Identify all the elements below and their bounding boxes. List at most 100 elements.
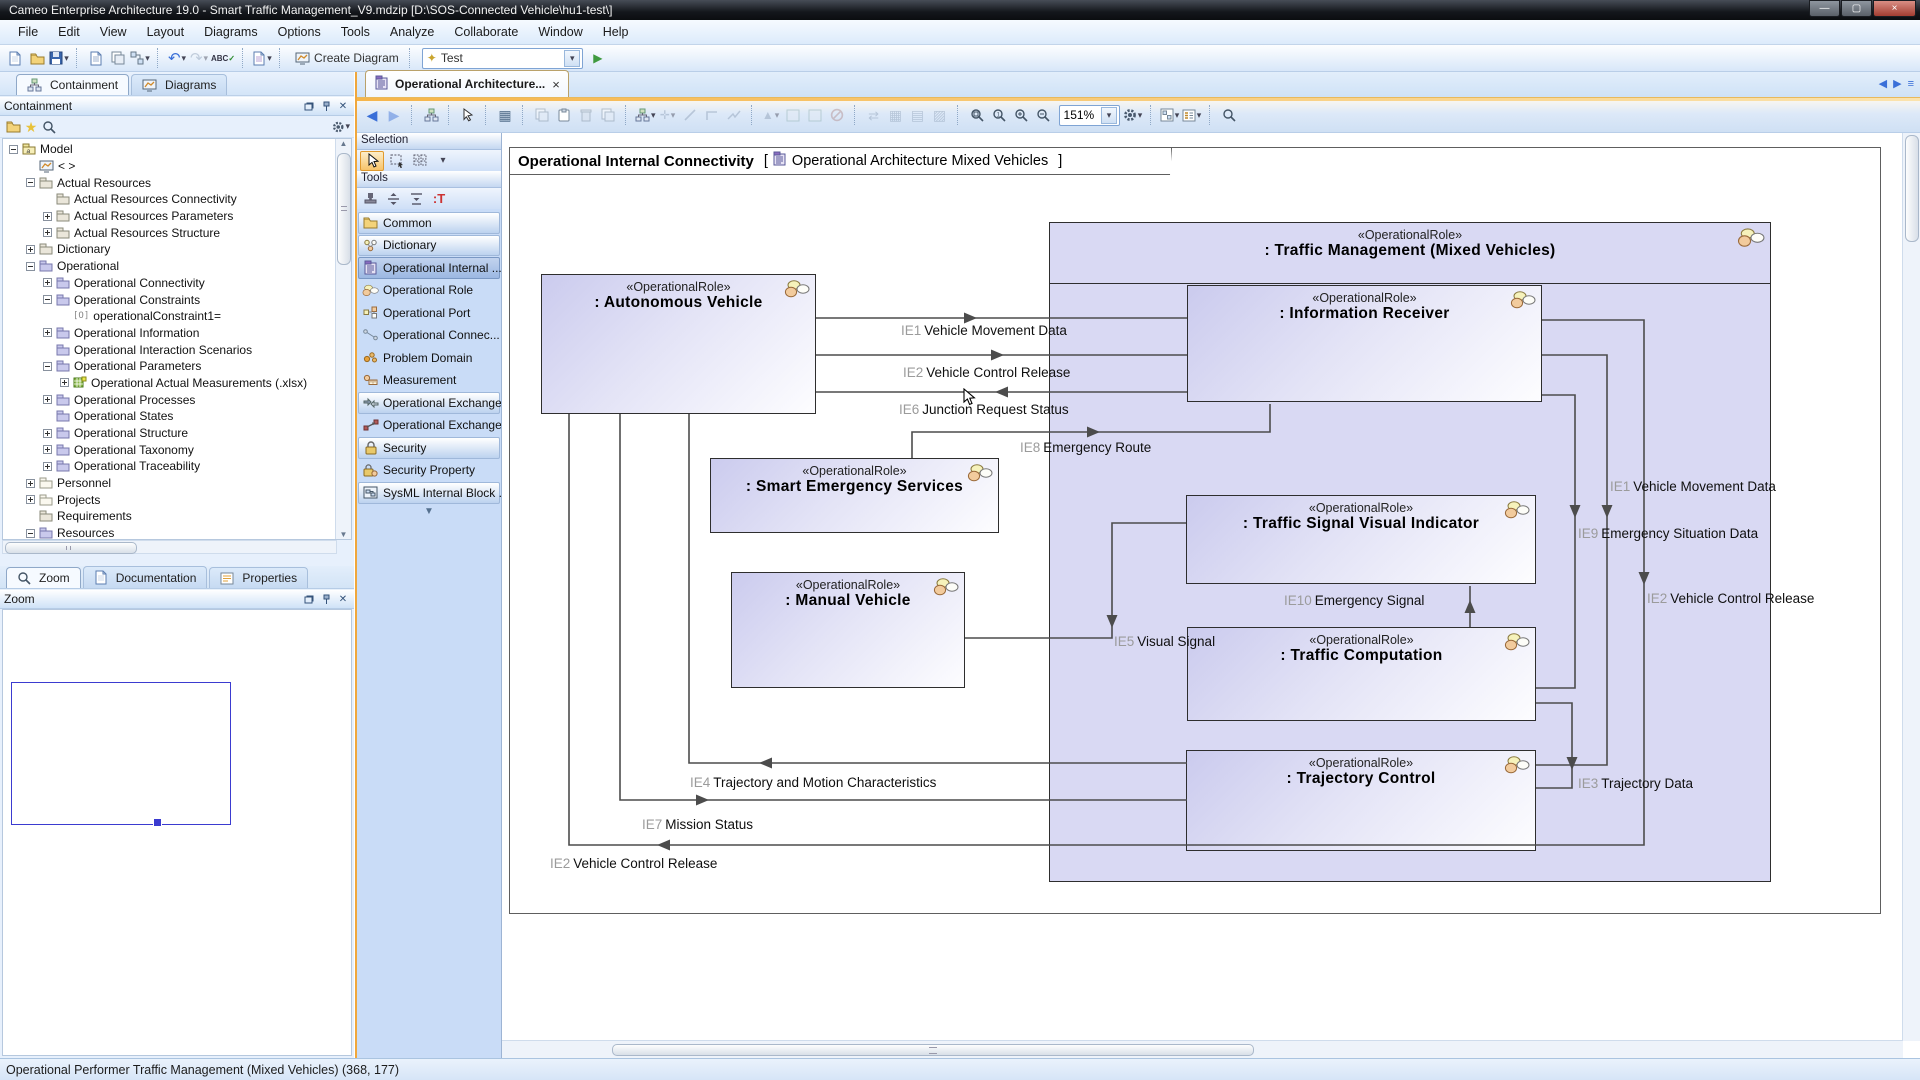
- tree-item[interactable]: Operational Structure: [5, 425, 335, 442]
- menu-help[interactable]: Help: [602, 25, 629, 39]
- valign-icon[interactable]: [383, 190, 403, 208]
- tree-item[interactable]: Personnel: [5, 475, 335, 492]
- tree-item[interactable]: Actual Resources Structure: [5, 224, 335, 241]
- tree-expander-icon[interactable]: [43, 278, 52, 288]
- new-document-icon[interactable]: [4, 47, 26, 69]
- palette-item[interactable]: Operational Internal ...: [358, 257, 501, 279]
- zoom-one-icon[interactable]: 1: [988, 104, 1010, 126]
- tree-expander-icon[interactable]: [43, 461, 52, 471]
- tree-expander-icon[interactable]: [43, 395, 52, 405]
- forbid-icon[interactable]: [826, 104, 848, 126]
- canvas-h-scrollbar[interactable]: [502, 1040, 1903, 1058]
- back-icon[interactable]: ◀: [366, 107, 378, 123]
- diagram-node-av[interactable]: «OperationalRole» : Autonomous Vehicle: [541, 274, 816, 414]
- tree-expander-icon[interactable]: [43, 361, 52, 371]
- tree-item[interactable]: Operational States: [5, 408, 335, 425]
- tree-h-scrollbar[interactable]: [2, 540, 337, 554]
- tree-expander-icon[interactable]: [43, 295, 52, 305]
- containment-tree-icon[interactable]: [420, 104, 442, 126]
- panel-settings-gear-icon[interactable]: ▾: [332, 118, 350, 136]
- clipboard-icon[interactable]: [553, 104, 575, 126]
- tree-expander-icon[interactable]: [26, 244, 35, 254]
- trash-icon[interactable]: [575, 104, 597, 126]
- close-tab-icon[interactable]: ×: [552, 76, 560, 92]
- tab-documentation[interactable]: Documentation: [82, 566, 208, 588]
- palette-item[interactable]: Measurement: [358, 370, 500, 392]
- tree-expander-icon[interactable]: [26, 178, 35, 188]
- tree-item[interactable]: Actual Resources Parameters: [5, 208, 335, 225]
- tree-item[interactable]: Operational Taxonomy: [5, 441, 335, 458]
- tree-item[interactable]: Operational Information: [5, 325, 335, 342]
- tree-expander-icon[interactable]: [43, 328, 52, 338]
- legend-icon[interactable]: ▾: [1181, 104, 1203, 126]
- tree-expander-icon[interactable]: [26, 261, 35, 271]
- add-shape-icon[interactable]: ✛▾: [659, 108, 676, 122]
- palette-item[interactable]: Operational Exchange: [358, 415, 501, 437]
- canvas-v-scrollbar[interactable]: [1902, 133, 1920, 1041]
- tree-expander-icon[interactable]: [43, 428, 52, 438]
- palette-item[interactable]: Operational Exchanges: [358, 392, 501, 414]
- diagram-node-tsvi[interactable]: «OperationalRole» : Traffic Signal Visua…: [1186, 495, 1536, 584]
- close-panel-icon[interactable]: ✕: [338, 593, 348, 605]
- close-panel-icon[interactable]: ✕: [338, 100, 348, 112]
- zoom-fit-icon[interactable]: [966, 104, 988, 126]
- undo-icon[interactable]: ↶▾: [167, 49, 187, 67]
- zoom-preview-panel[interactable]: [2, 609, 352, 1056]
- tree-expander-icon[interactable]: [26, 495, 35, 505]
- run-icon[interactable]: ▶: [593, 51, 603, 65]
- menu-window[interactable]: Window: [538, 25, 583, 39]
- perspective-combobox[interactable]: ✦Test▾: [421, 47, 583, 69]
- menu-tools[interactable]: Tools: [340, 25, 370, 39]
- image-icon[interactable]: ▨: [932, 107, 947, 123]
- zoom-level-combobox[interactable]: 151%▾: [1058, 104, 1120, 126]
- tab-diagrams[interactable]: Diagrams: [131, 74, 228, 95]
- palette-item[interactable]: SysML Internal Block ...: [358, 482, 501, 504]
- palette-scroll-down-icon[interactable]: ▼: [424, 505, 434, 517]
- lasso-icon[interactable]: [410, 152, 430, 170]
- tab-properties[interactable]: Properties: [209, 567, 309, 588]
- title-add-icon[interactable]: [804, 104, 826, 126]
- tab-containment[interactable]: Containment: [16, 74, 130, 95]
- tree-scrollbar[interactable]: ▲ ▼: [335, 139, 351, 539]
- marquee-icon[interactable]: [387, 152, 407, 170]
- diagram-node-mv[interactable]: «OperationalRole» : Manual Vehicle: [731, 572, 965, 688]
- minimize-button[interactable]: —: [1809, 0, 1840, 17]
- pin-icon[interactable]: [319, 593, 333, 606]
- report-icon[interactable]: ▾: [251, 47, 273, 69]
- prev-tab-icon[interactable]: ◀: [1878, 78, 1888, 90]
- pin-icon[interactable]: [319, 100, 333, 113]
- tree-expander-icon[interactable]: [26, 478, 35, 488]
- caret-down-icon[interactable]: ▾: [440, 154, 446, 166]
- gear-icon[interactable]: ▾: [1122, 104, 1144, 126]
- grid-view-icon[interactable]: ▦: [498, 107, 512, 123]
- tree-expander-icon[interactable]: [43, 445, 52, 455]
- tree-expander-icon[interactable]: [43, 211, 52, 221]
- related-elements-icon[interactable]: ▾: [129, 47, 151, 69]
- tree-item[interactable]: [O]operationalConstraint1=: [5, 308, 335, 325]
- swap-icon[interactable]: ⇄: [868, 107, 879, 123]
- corner-icon[interactable]: [701, 104, 723, 126]
- palette-item[interactable]: Dictionary: [358, 234, 500, 256]
- cursor-tool-icon[interactable]: [360, 150, 384, 171]
- tree-item[interactable]: Operational Actual Measurements (.xlsx): [5, 375, 335, 392]
- palette-item[interactable]: Operational Role: [358, 280, 500, 302]
- zoom-viewport-handle[interactable]: [153, 818, 162, 827]
- close-button[interactable]: ×: [1873, 0, 1916, 17]
- menu-edit[interactable]: Edit: [58, 25, 80, 39]
- tree-item[interactable]: Operational Parameters: [5, 358, 335, 375]
- tree-item[interactable]: Actual Resources Connectivity: [5, 191, 335, 208]
- menu-view[interactable]: View: [99, 25, 127, 39]
- tab-zoom[interactable]: Zoom: [6, 567, 81, 588]
- layout-icon[interactable]: ▾: [1159, 104, 1181, 126]
- diagram-node-tc[interactable]: «OperationalRole» : Traffic Computation: [1187, 627, 1536, 721]
- shapes-icon[interactable]: ▲▾: [761, 108, 780, 122]
- vbottom-icon[interactable]: [406, 190, 426, 208]
- zoom-viewport-rect[interactable]: [11, 682, 231, 825]
- menu-collaborate[interactable]: Collaborate: [454, 25, 519, 39]
- tree-item[interactable]: Operational Traceability: [5, 458, 335, 475]
- menu-file[interactable]: File: [18, 25, 39, 39]
- stamp-icon[interactable]: [360, 190, 380, 208]
- print-icon[interactable]: [85, 47, 107, 69]
- select-marker-icon[interactable]: [457, 104, 479, 126]
- tree-expander-icon[interactable]: [26, 528, 35, 538]
